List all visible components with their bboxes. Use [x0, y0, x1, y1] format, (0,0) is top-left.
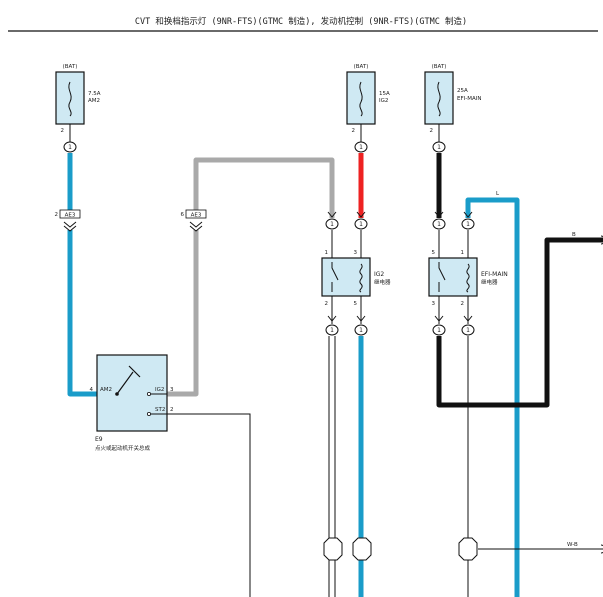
wire-ig2-gray [167, 230, 199, 397]
fuse-efi-conn: 1 [437, 144, 441, 151]
efi-pin-5: 5 [432, 250, 436, 256]
fuse-efi-source: (BAT) [432, 64, 447, 70]
ig2-pin-5: 5 [354, 301, 358, 307]
ig2-pin-3: 3 [354, 250, 358, 256]
label-wire-b: B [572, 232, 576, 238]
wire-am2-blue-lower [67, 230, 97, 397]
switch-pin-4: 4 [90, 387, 94, 393]
fuse-am2-name: AM2 [88, 98, 100, 104]
efi-conn-bot-a: 1 [437, 327, 441, 334]
wire-l-blue [465, 197, 520, 597]
edge-mark-wb [600, 544, 603, 554]
efi-relay-desc: 继电器 [481, 278, 498, 286]
efi-pin-1: 1 [461, 250, 465, 256]
junction-ae3-left: 2 AE3 [55, 209, 81, 232]
efi-conn-bot-b: 1 [466, 327, 470, 334]
label-wire-l: L [496, 191, 500, 197]
ig2-pin-1: 1 [325, 250, 329, 256]
fuse-am2-source: (BAT) [63, 64, 78, 70]
fuse-ig2-conn: 1 [359, 144, 363, 151]
switch-term-st2: ST2 [155, 407, 165, 413]
efi-pin-2: 2 [461, 301, 465, 307]
fuse-ig2-pin: 2 [352, 128, 356, 134]
switch-term-am2: AM2 [100, 387, 112, 393]
fuse-efi-main: (BAT) 25A EFI-MAIN 2 1 [424, 64, 482, 153]
fuse-efi-name: EFI-MAIN [457, 96, 482, 102]
relay-ig2: 1 3 IG2 继电器 2 5 1 1 [321, 250, 391, 336]
switch-code: E9 [95, 436, 103, 443]
fuse-am2: (BAT) 7.5A AM2 2 1 [55, 64, 101, 153]
ae3-right-pin: 6 [181, 212, 185, 218]
ae3-left-pin: 2 [55, 212, 59, 218]
ig2-relay-desc: 继电器 [374, 278, 391, 286]
fuse-ig2-source: (BAT) [354, 64, 369, 70]
ig2-conn-top-b: 1 [359, 221, 363, 228]
fuse-efi-pin: 2 [430, 128, 434, 134]
ig2-conn-top-a: 1 [330, 221, 334, 228]
efi-relay-connectors-top: 1 1 [432, 211, 475, 230]
relay-efi-main: 5 1 EFI-MAIN 继电器 3 2 1 1 [428, 250, 508, 336]
fuse-am2-pin: 2 [61, 128, 65, 134]
ae3-right-label: AE3 [191, 213, 202, 219]
fuse-am2-conn: 1 [68, 144, 72, 151]
efi-pin-3: 3 [432, 301, 436, 307]
ig2-relay-name: IG2 [374, 271, 384, 278]
label-wire-wb: W-B [567, 542, 578, 548]
ig2-relay-connectors-top: 1 1 [325, 211, 368, 230]
switch-pin-3: 3 [170, 387, 174, 393]
fuse-efi-rating: 25A [457, 88, 468, 94]
junction-ae3-right: 6 AE3 [181, 209, 207, 232]
ignition-switch-e9: 4 AM2 IG2 3 ST2 2 E9 点火或起动机开关总成 [90, 354, 174, 452]
fuse-am2-rating: 7.5A [88, 91, 101, 97]
edge-mark-b [600, 235, 603, 245]
wire-b-black [436, 237, 603, 408]
switch-pin-2: 2 [170, 407, 174, 413]
efi-conn-top-a: 1 [437, 221, 441, 228]
efi-relay-name: EFI-MAIN [481, 271, 508, 278]
ae3-left-label: AE3 [65, 213, 76, 219]
wire-ig2-gray-upper [193, 157, 335, 218]
efi-conn-top-b: 1 [466, 221, 470, 228]
wire-st2-black [167, 413, 251, 597]
page-title: CVT 和换档指示灯 (9NR-FTS)(GTMC 制造), 发动机控制 (9N… [135, 16, 467, 27]
ig2-conn-bot-a: 1 [330, 327, 334, 334]
fuse-ig2-name: IG2 [379, 98, 388, 104]
ig2-conn-bot-b: 1 [359, 327, 363, 334]
ig2-pin-2: 2 [325, 301, 329, 307]
fuse-ig2: (BAT) 15A IG2 2 1 [346, 64, 390, 153]
splice-nodes [323, 537, 478, 561]
switch-term-ig2: IG2 [155, 387, 164, 393]
fuse-ig2-rating: 15A [379, 91, 390, 97]
switch-desc: 点火或起动机开关总成 [95, 444, 151, 452]
